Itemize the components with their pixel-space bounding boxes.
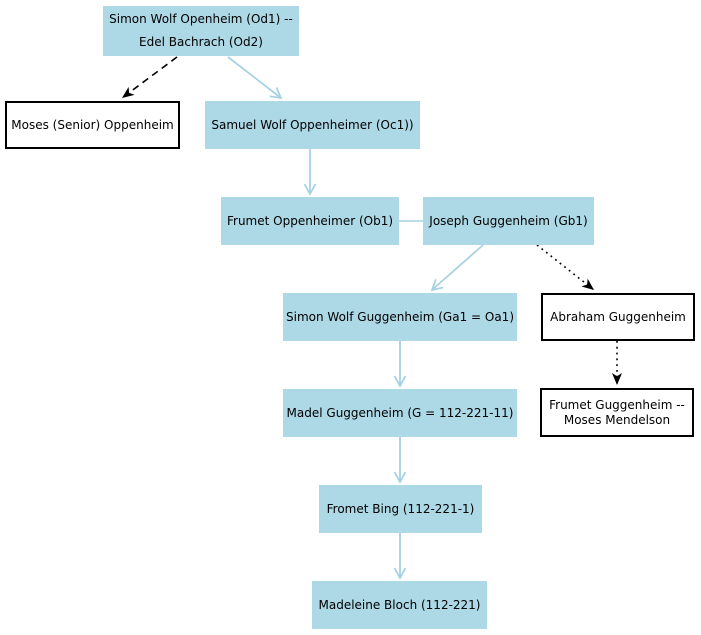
node-label: Moses Mendelson — [563, 412, 671, 427]
node-label: Madeleine Bloch (112-221) — [318, 597, 481, 612]
frumet-guggenheim-moses-mendelson-node: Frumet Guggenheim --Moses Mendelson — [540, 388, 694, 437]
samuel-wolf-oppenheimer-node: Samuel Wolf Oppenheimer (Oc1)) — [205, 101, 420, 149]
moses-senior-oppenheim-node: Moses (Senior) Oppenheim — [5, 101, 180, 149]
node-label: Samuel Wolf Oppenheimer (Oc1)) — [211, 117, 414, 132]
node-label: Edel Bachrach (Od2) — [139, 35, 263, 49]
edge-simon-wolf-openheim-to-samuel-wolf-oppenheimer — [227, 56, 283, 100]
node-label: Frumet Guggenheim -- — [549, 397, 685, 412]
edge-joseph-guggenheim-to-abraham-guggenheim — [536, 244, 595, 291]
madeleine-bloch-node: Madeleine Bloch (112-221) — [312, 581, 487, 629]
node-label: Joseph Guggenheim (Gb1) — [429, 213, 588, 228]
simon-wolf-guggenheim-node: Simon Wolf Guggenheim (Ga1 = Oa1) — [283, 293, 517, 341]
node-label: Moses (Senior) Oppenheim — [11, 117, 174, 132]
node-label: Simon Wolf Openheim (Od1) -- — [109, 12, 293, 26]
edge-joseph-guggenheim-to-simon-wolf-guggenheim — [430, 244, 484, 292]
node-label: Madel Guggenheim (G = 112-221-11) — [286, 405, 514, 420]
joseph-guggenheim-node: Joseph Guggenheim (Gb1) — [423, 197, 594, 245]
abraham-guggenheim-node: Abraham Guggenheim — [541, 293, 695, 341]
node-label: Fromet Bing (112-221-1) — [326, 501, 475, 516]
fromet-bing-node: Fromet Bing (112-221-1) — [319, 485, 482, 533]
node-label: Abraham Guggenheim — [550, 309, 686, 324]
frumet-oppenheimer-node: Frumet Oppenheimer (Ob1) — [221, 197, 399, 245]
edge-simon-wolf-openheim-to-moses-senior-oppenheim — [121, 56, 178, 99]
madel-guggenheim-node: Madel Guggenheim (G = 112-221-11) — [283, 389, 517, 437]
node-label: Frumet Oppenheimer (Ob1) — [226, 213, 394, 228]
simon-wolf-openheim-node: Simon Wolf Openheim (Od1) -- Edel Bachrac… — [103, 6, 299, 56]
node-label: Simon Wolf Guggenheim (Ga1 = Oa1) — [286, 309, 514, 324]
